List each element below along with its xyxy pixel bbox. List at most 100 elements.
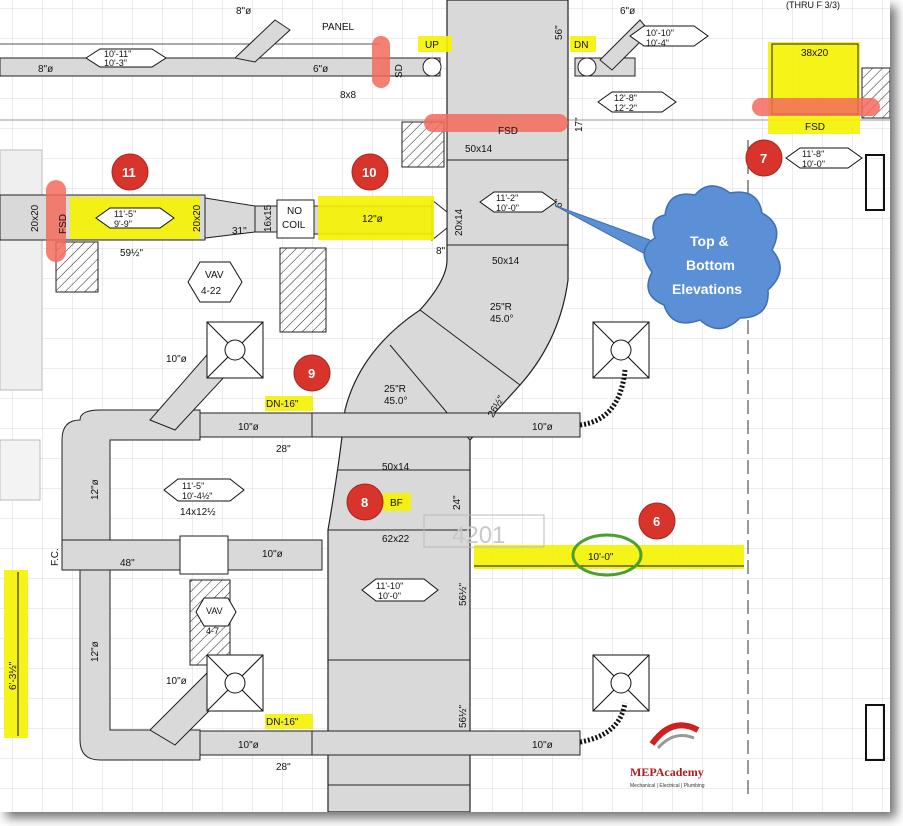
vav-tag-4-22: VAV 4-22 <box>187 261 243 303</box>
round-neck <box>422 57 442 77</box>
highlight <box>383 493 411 511</box>
duct-label: 14x12½ <box>180 507 216 518</box>
branch-10-round <box>199 412 329 438</box>
no-coil-vav-box <box>276 199 315 239</box>
dimension-label: 28" <box>276 444 291 455</box>
elevation-cloud-note: Top & Bottom Elevations <box>555 185 781 330</box>
dimension-label: 28" <box>276 762 291 773</box>
duct-label: 38x20 <box>801 48 829 59</box>
logo-arc <box>656 734 695 750</box>
column <box>865 154 885 211</box>
highlight <box>474 545 744 569</box>
elevation-top: 11'-2" <box>496 193 518 203</box>
highlight <box>768 42 860 134</box>
highlight <box>265 396 313 411</box>
duct-label: 6"ø <box>313 64 328 75</box>
radius-note: 25"R <box>490 302 512 313</box>
elevation-tag: 12'-8" 12'-2" <box>597 91 677 113</box>
elevation-tag: 11'-2" 10'-0" <box>479 191 557 213</box>
highlight <box>4 570 28 738</box>
callout-8: 8 <box>346 483 384 521</box>
room-tag-box <box>423 514 545 548</box>
radius-note: 45.0° <box>384 396 407 407</box>
fsd-marker <box>752 98 880 116</box>
elevation-bottom: 10'-0" <box>496 203 519 213</box>
logo-tagline: Mechanical | Electrical | Plumbing <box>630 783 705 789</box>
cloud-shape <box>643 185 781 330</box>
elevation-bottom: 9'-9" <box>114 219 132 229</box>
duct-label: 20x14 <box>454 208 465 236</box>
thru-note: (THRU F 3/3) <box>786 0 840 10</box>
dn-tag: DN <box>574 40 588 51</box>
sd-label: SD <box>394 64 405 78</box>
fc-label: F.C. <box>50 548 61 566</box>
mep-academy-logo: MEPAcademy Mechanical | Electrical | Plu… <box>630 722 705 789</box>
dimension-label: 17" <box>574 117 585 132</box>
branch-10-round <box>311 412 581 438</box>
duct-label: 50x14 <box>492 256 520 267</box>
duct-label: 8"ø <box>236 6 251 17</box>
radius-note: 25"R <box>384 384 406 395</box>
callout-6: 6 <box>638 502 676 540</box>
callout-number: 7 <box>760 151 767 166</box>
callout-number: 9 <box>308 366 315 381</box>
duct-label: 10"ø <box>532 740 553 751</box>
duct-label: 12"ø <box>90 641 101 662</box>
duct-label: 12"ø <box>362 214 383 225</box>
elevation-bottom: 10'-0" <box>802 159 825 169</box>
duct-label: 8x8 <box>340 90 357 101</box>
hatched-obstruction <box>279 247 327 333</box>
highlight <box>318 196 434 240</box>
duct-label: 16x15 <box>263 204 274 232</box>
vav-label: VAV <box>205 270 224 281</box>
elevation-top: 11'-10" <box>376 581 403 591</box>
vav-box-lower <box>179 535 229 575</box>
elevation-top: 10'-10" <box>646 28 674 38</box>
duct-label: 10"ø <box>166 354 187 365</box>
hvac-duct-drawing: 8"ø 6"ø 8"ø 6"ø 12"ø 8x8 50x14 50x14 50x… <box>0 0 890 812</box>
duct-label: 10"ø <box>238 422 259 433</box>
duct-label: 6"ø <box>620 6 635 17</box>
logo-name: MEPAcademy <box>630 765 704 779</box>
elevation-tag: 11'-10" 10'-0" <box>361 578 439 602</box>
panel-label: PANEL <box>322 22 354 33</box>
room-number: 4201 <box>452 522 505 549</box>
duct-joint <box>419 309 521 386</box>
callout-number: 6 <box>653 514 660 529</box>
dimension-label: 56" <box>554 25 565 40</box>
callout-number: 11 <box>122 165 136 180</box>
duct-label: 10"ø <box>262 549 283 560</box>
wall-section <box>0 439 41 501</box>
dimension-label: 8" <box>436 246 446 257</box>
elevation-top: 11'-5" <box>182 481 204 491</box>
fsd-label: FSD <box>58 214 69 234</box>
dimension-label: 31" <box>232 226 247 237</box>
elevation-bottom: 12'-2" <box>614 103 637 113</box>
ceiling-diffuser <box>206 321 264 379</box>
elevation-tag: 10'-11" 10'-3" <box>85 48 167 68</box>
fsd-label: FSD <box>805 122 825 133</box>
dimension-label: 56½" <box>458 583 469 606</box>
callout-number: 8 <box>361 495 368 510</box>
logo-arc <box>649 722 700 746</box>
duct-label: 12"ø <box>90 479 101 500</box>
dimension-label: 6" <box>554 198 565 208</box>
elevation-bottom: 10'-3" <box>104 58 127 68</box>
duct-label: 20x20 <box>30 204 41 232</box>
elevation-top: 11'-8" <box>802 149 824 159</box>
dimension-label: 24" <box>452 495 463 510</box>
fsd-marker <box>46 180 66 262</box>
fsd-marker <box>372 36 390 88</box>
branch-10-round <box>199 730 329 756</box>
no-coil-label: NO <box>287 206 302 217</box>
elevation-top: 12'-8" <box>614 93 637 103</box>
drawing-sheet: 8"ø 6"ø 8"ø 6"ø 12"ø 8x8 50x14 50x14 50x… <box>0 0 890 812</box>
duct-label: 20x20 <box>192 204 203 232</box>
highlight <box>265 714 313 729</box>
radius-note: 45.0° <box>490 314 513 325</box>
dn-16-tag: DN-16" <box>266 399 299 410</box>
no-coil-label: COIL <box>282 220 306 231</box>
dimension-label: 10'-0" <box>588 552 614 563</box>
dimension-label: 6'-3½" <box>8 661 19 690</box>
ceiling-diffuser <box>206 654 264 712</box>
